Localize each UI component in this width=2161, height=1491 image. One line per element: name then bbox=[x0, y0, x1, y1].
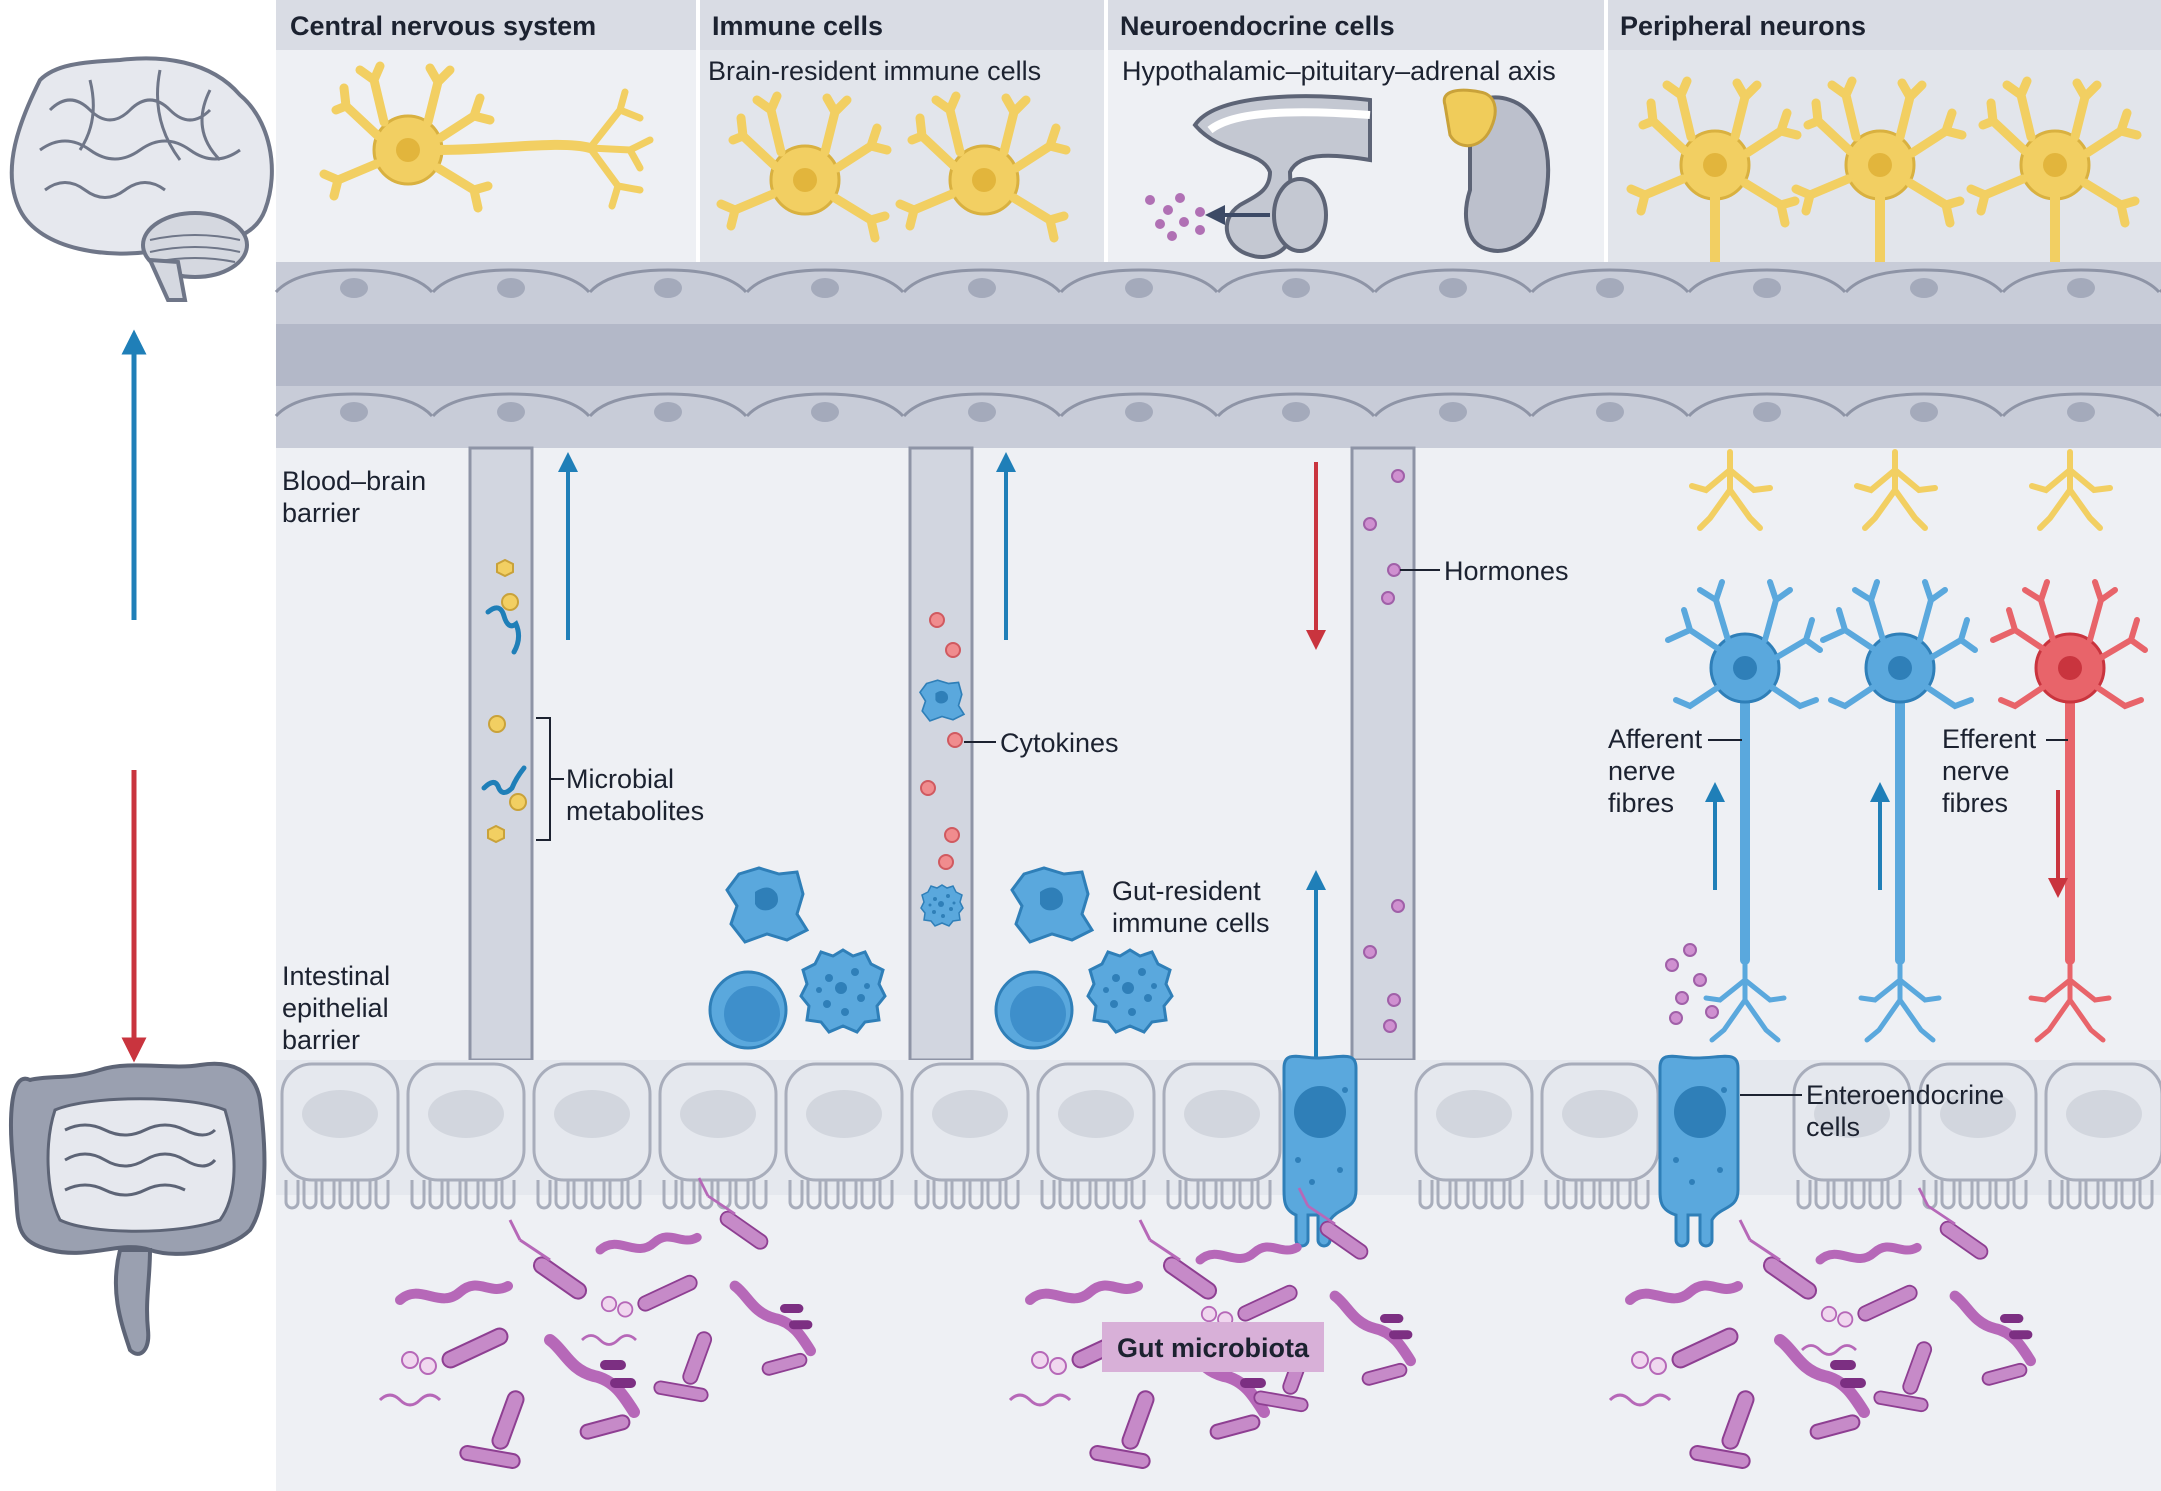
blood-brain-barrier bbox=[276, 262, 2161, 448]
gut-resident-immune-label: Gut-resident immune cells bbox=[1112, 876, 1270, 938]
intestine-illustration bbox=[9, 1061, 267, 1356]
section-title-neuroendocrine: Neuroendocrine cells bbox=[1120, 11, 1395, 41]
afferent-nerve-fibres-label: Afferent nerve fibres bbox=[1608, 724, 1710, 818]
enteroendocrine-cell-1 bbox=[1282, 1054, 1358, 1248]
hpa-axis-label: Hypothalamic–pituitary–adrenal axis bbox=[1122, 56, 1556, 86]
peripheral-nerve-endings bbox=[1689, 449, 2113, 531]
microbial-metabolite-particles bbox=[481, 558, 527, 844]
vessel-hormones bbox=[1350, 446, 1416, 1062]
brain-illustration bbox=[9, 56, 274, 302]
brain-resident-immune-label: Brain-resident immune cells bbox=[708, 56, 1041, 86]
vessel-metabolites bbox=[468, 446, 534, 1062]
peripheral-neuron-top-1 bbox=[1631, 81, 1797, 262]
afferent-particles bbox=[1665, 943, 1719, 1025]
gut-microbiota-badge bbox=[1102, 1322, 1324, 1372]
bbb-cell-row bbox=[274, 268, 2161, 422]
microbial-metabolites-label: Microbial metabolites bbox=[566, 764, 704, 826]
section-title-immune: Immune cells bbox=[712, 11, 883, 41]
efferent-neuron bbox=[1990, 579, 2148, 1043]
afferent-neuron-1 bbox=[1665, 579, 1823, 1043]
blood-brain-barrier-label: Blood–brain barrier bbox=[282, 466, 434, 528]
peripheral-neuron-top-2 bbox=[1796, 81, 1962, 262]
section-title-peripheral: Peripheral neurons bbox=[1620, 11, 1866, 41]
hypothalamus-pituitary bbox=[1145, 94, 1372, 259]
efferent-nerve-fibres-label: Efferent nerve fibres bbox=[1942, 724, 2044, 818]
cns-neuron bbox=[324, 66, 654, 208]
afferent-neuron-2 bbox=[1820, 579, 1978, 1043]
adrenal-gland bbox=[1442, 88, 1550, 253]
hormone-particles bbox=[1363, 469, 1405, 1033]
metabolites-bracket bbox=[536, 717, 564, 841]
header-strip bbox=[276, 0, 2161, 50]
peripheral-neuron-top-3 bbox=[1971, 81, 2137, 262]
gut-microbiota-label: Gut microbiota bbox=[1117, 1333, 1310, 1363]
vessel-cytokines bbox=[908, 446, 974, 1062]
enteroendocrine-cells-label: Enteroendocrine cells bbox=[1806, 1080, 2012, 1142]
cytokine-particles bbox=[920, 612, 963, 870]
enteroendocrine-cell-2 bbox=[1658, 1054, 1740, 1248]
section-title-cns: Central nervous system bbox=[290, 11, 596, 41]
vessel-immune-cell-1 bbox=[919, 679, 965, 722]
cytokines-label: Cytokines bbox=[1000, 728, 1119, 758]
hormones-label: Hormones bbox=[1444, 556, 1569, 586]
intestinal-epithelial-barrier-label: Intestinal epithelial barrier bbox=[282, 961, 398, 1055]
